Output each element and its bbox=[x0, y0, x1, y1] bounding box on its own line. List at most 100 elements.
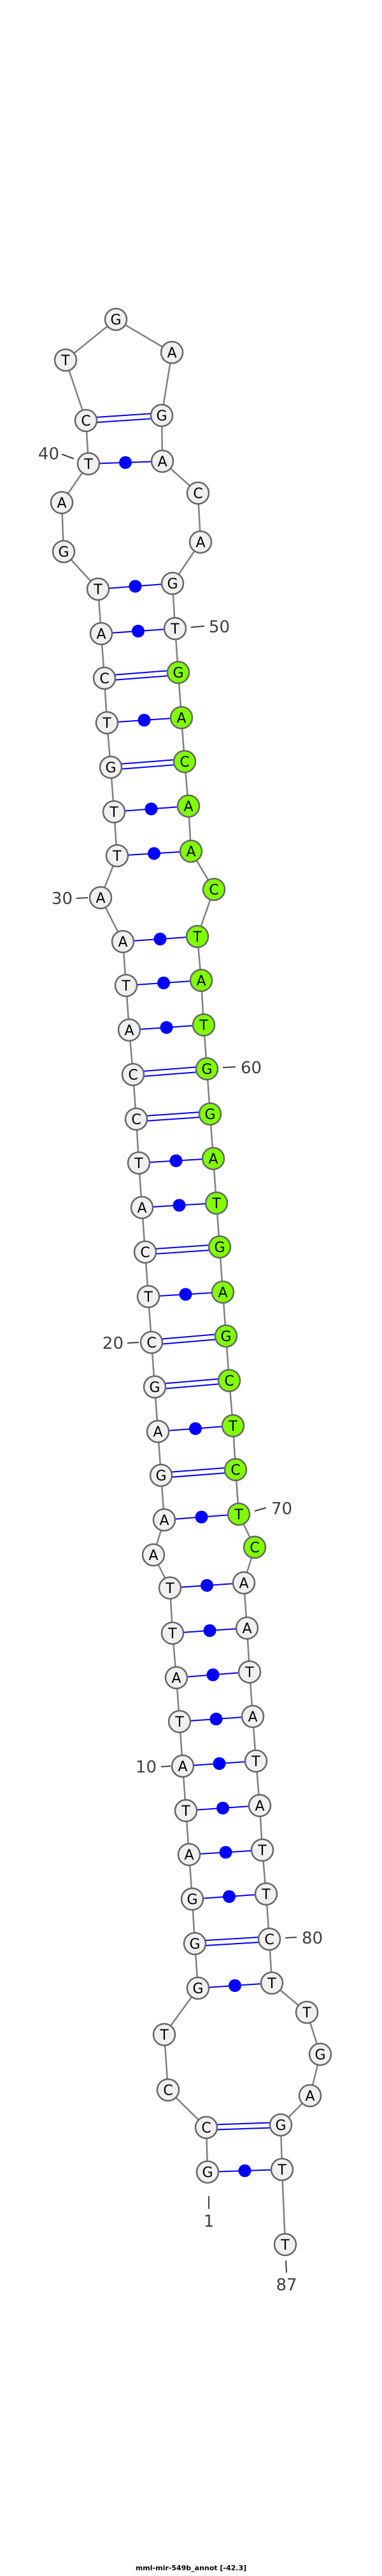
nucleotide-letter: C bbox=[128, 1068, 138, 1083]
nucleotide-letter: G bbox=[214, 1240, 225, 1256]
nucleotide-letter: A bbox=[195, 535, 205, 551]
nucleotide-circle bbox=[111, 929, 135, 954]
position-label: 20 bbox=[103, 1334, 124, 1353]
pair-dot bbox=[129, 580, 142, 593]
nucleotide-circle bbox=[186, 1976, 210, 2000]
nucleotide-circle bbox=[174, 1799, 198, 1823]
nucleotide-letter: A bbox=[137, 1201, 146, 1216]
position-label: 40 bbox=[38, 445, 59, 464]
nucleotide-letter: T bbox=[228, 1419, 237, 1435]
nucleotide-circle bbox=[121, 1062, 145, 1087]
nucleotide-circle bbox=[76, 452, 101, 476]
position-tick bbox=[285, 1937, 297, 1939]
pair-dot bbox=[223, 1890, 236, 1903]
pair-dot bbox=[195, 1510, 208, 1524]
nucleotide-letter: A bbox=[124, 1023, 134, 1039]
gc-pair-line bbox=[194, 1936, 269, 1942]
mature-nucleotide-circle bbox=[169, 706, 194, 730]
nucleotide-letter: G bbox=[315, 2047, 325, 2063]
nucleotide-letter: T bbox=[159, 2028, 169, 2043]
nucleotide-letter: A bbox=[57, 496, 66, 512]
nucleotide-circle bbox=[133, 1240, 157, 1264]
nucleotide-letter: T bbox=[165, 1581, 174, 1597]
mature-nucleotide-circle bbox=[211, 1280, 235, 1304]
nucleotide-circle bbox=[150, 403, 174, 428]
nucleotide-letter: T bbox=[277, 2162, 286, 2178]
gc-pair-line bbox=[154, 1377, 229, 1386]
nucleotide-letter: A bbox=[153, 1424, 162, 1440]
position-label: 10 bbox=[136, 1758, 157, 1777]
nucleotide-letter: T bbox=[170, 622, 180, 637]
nucleotide-circle bbox=[88, 886, 113, 910]
position-label: 80 bbox=[302, 1929, 323, 1948]
nucleotide-circle bbox=[241, 1704, 265, 1729]
nucleotide-letter: G bbox=[192, 1981, 203, 1997]
gc-pair-line bbox=[195, 1940, 270, 1947]
gc-pair-line bbox=[132, 1066, 207, 1073]
nucleotide-letter: A bbox=[242, 1621, 251, 1637]
nucleotide-circle bbox=[89, 622, 113, 646]
nucleotide-circle bbox=[270, 2157, 294, 2182]
nucleotide-circle bbox=[194, 2115, 218, 2140]
nucleotide-letter: A bbox=[178, 1759, 187, 1775]
nucleotide-circle bbox=[99, 755, 123, 779]
nucleotide-circle bbox=[95, 711, 119, 735]
nucleotide-letter: C bbox=[264, 1932, 274, 1948]
nucleotide-circle bbox=[180, 1887, 204, 1911]
pair-dot bbox=[189, 1422, 202, 1435]
gc-pair-line bbox=[110, 758, 185, 766]
pair-dot bbox=[157, 977, 170, 989]
position-tick bbox=[190, 625, 205, 628]
gc-pair-line bbox=[136, 1115, 211, 1122]
nucleotide-letter: T bbox=[143, 1290, 153, 1305]
nucleotide-circle bbox=[188, 530, 213, 554]
nucleotide-letter: A bbox=[183, 799, 193, 815]
mature-nucleotide-circle bbox=[221, 1414, 245, 1438]
mature-nucleotide-circle bbox=[185, 924, 209, 949]
pair-dot bbox=[203, 1624, 216, 1637]
pair-dot bbox=[119, 456, 132, 469]
nucleotide-letter: T bbox=[93, 582, 103, 598]
nucleotide-circle bbox=[52, 540, 76, 564]
mature-nucleotide-circle bbox=[198, 1102, 222, 1126]
nucleotide-letter: A bbox=[184, 1848, 194, 1863]
nucleotide-letter: C bbox=[180, 755, 189, 770]
nucleotide-letter: A bbox=[248, 1709, 257, 1725]
nucleotide-letter: G bbox=[105, 760, 116, 776]
nucleotide-letter: C bbox=[250, 1540, 259, 1556]
mature-nucleotide-circle bbox=[202, 877, 226, 902]
nucleotide-circle bbox=[124, 1107, 148, 1131]
mature-nucleotide-circle bbox=[179, 839, 203, 863]
pair-dot bbox=[148, 847, 160, 860]
nucleotide-circle bbox=[139, 1330, 164, 1354]
nucleotide-letter: A bbox=[157, 454, 167, 470]
nucleotide-letter: C bbox=[146, 1335, 156, 1351]
nucleotide-circle bbox=[171, 1754, 195, 1778]
nucleotide-letter: G bbox=[110, 312, 121, 328]
gc-pair-line bbox=[133, 1070, 208, 1078]
nucleotide-letter: A bbox=[159, 1513, 169, 1529]
structure-title: mml-mir-549b_annot [-42.3] bbox=[135, 2564, 247, 2572]
position-label: 30 bbox=[52, 889, 73, 909]
nucleotide-letter: T bbox=[302, 2005, 311, 2021]
mature-nucleotide-circle bbox=[189, 968, 213, 992]
nucleotide-letter: T bbox=[109, 805, 118, 821]
pair-dot bbox=[238, 2164, 251, 2177]
nucleotide-letter: A bbox=[96, 891, 105, 907]
nucleotide-circle bbox=[50, 491, 74, 515]
nucleotide-circle bbox=[250, 1838, 274, 1862]
nucleotide-letter: A bbox=[171, 1671, 181, 1687]
nucleotide-letter: T bbox=[280, 2238, 290, 2253]
nucleotide-letter: G bbox=[173, 665, 183, 681]
nucleotide-letter: C bbox=[193, 486, 202, 502]
nucleotide-letter: A bbox=[148, 1548, 158, 1564]
nucleotide-letter: C bbox=[81, 414, 90, 429]
gc-pair-line bbox=[136, 1111, 210, 1118]
gc-pair-line bbox=[104, 669, 178, 677]
mature-nucleotide-circle bbox=[204, 1191, 229, 1215]
pair-dot bbox=[209, 1713, 223, 1725]
pair-dot bbox=[216, 1802, 229, 1814]
nucleotide-circle bbox=[127, 1151, 151, 1175]
nucleotide-circle bbox=[105, 844, 129, 868]
